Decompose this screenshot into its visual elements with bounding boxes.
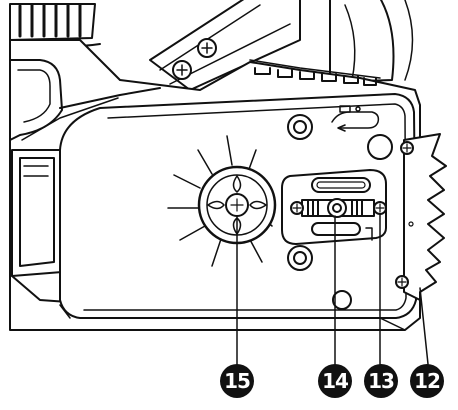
rear-column — [329, 0, 414, 83]
grip-block — [11, 149, 111, 306]
leader-lines — [236, 213, 429, 365]
lower-rail — [59, 304, 406, 331]
stud-bottom — [287, 245, 313, 271]
callout-13: 13 — [364, 364, 398, 398]
stud-lower — [332, 290, 352, 310]
handle-arm — [149, 0, 301, 91]
callout-14: 14 — [318, 364, 352, 398]
stud-top — [287, 114, 313, 140]
tension-screw — [373, 201, 387, 215]
chain-direction-symbol — [331, 105, 380, 132]
sprocket — [167, 135, 277, 267]
callout-12: 12 — [410, 364, 444, 398]
oil-cap — [367, 134, 393, 160]
callout-15: 15 — [220, 364, 254, 398]
bumper-spike — [395, 133, 447, 301]
adjust-block — [281, 169, 387, 245]
